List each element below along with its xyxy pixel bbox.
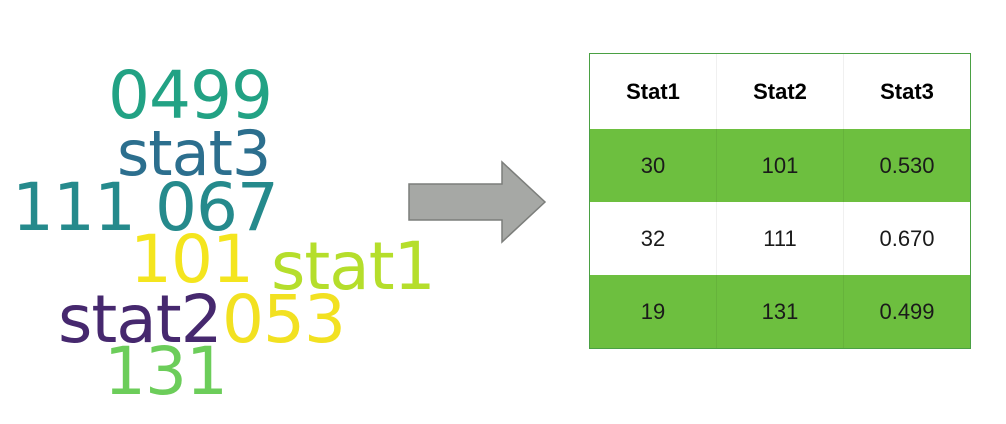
column-header: Stat2 xyxy=(717,54,844,129)
arrow-shape xyxy=(408,160,547,244)
word-cloud-term: 101 xyxy=(130,221,254,298)
table-cell: 101 xyxy=(717,129,844,202)
table-cell: 19 xyxy=(590,275,717,348)
right-arrow-icon xyxy=(408,160,547,244)
column-header: Stat3 xyxy=(880,78,934,104)
word-cloud: 0499 stat3 111 067 101 stat1 stat2 053 1… xyxy=(0,0,440,424)
table-cell: 0.670 xyxy=(879,225,935,251)
table-cell: 30 xyxy=(590,129,717,202)
table-row: 32 111 0.670 xyxy=(590,202,970,275)
column-header: Stat1 xyxy=(590,54,717,129)
table-row: 19 131 0.499 xyxy=(590,275,970,348)
word-cloud-term: 131 xyxy=(104,333,228,410)
word-cloud-term: stat1 xyxy=(271,228,436,305)
word-cloud-term: 111 067 xyxy=(12,169,279,246)
table-row: 30 101 0.530 xyxy=(590,129,970,202)
word-cloud-term: stat2 xyxy=(58,281,223,358)
word-cloud-term: stat3 xyxy=(117,117,271,190)
table-cell: 0.499 xyxy=(879,298,935,324)
stats-table: Stat1 Stat2 Stat3 30 101 0.530 32 111 0.… xyxy=(589,53,971,349)
table-cell: 111 xyxy=(717,202,844,275)
table-cell: 131 xyxy=(717,275,844,348)
table-cell: 32 xyxy=(590,202,717,275)
table-header-row: Stat1 Stat2 Stat3 xyxy=(590,54,970,129)
word-cloud-term: 053 xyxy=(222,281,346,358)
table-cell: 0.530 xyxy=(879,152,935,178)
word-cloud-term: 0499 xyxy=(108,57,273,134)
